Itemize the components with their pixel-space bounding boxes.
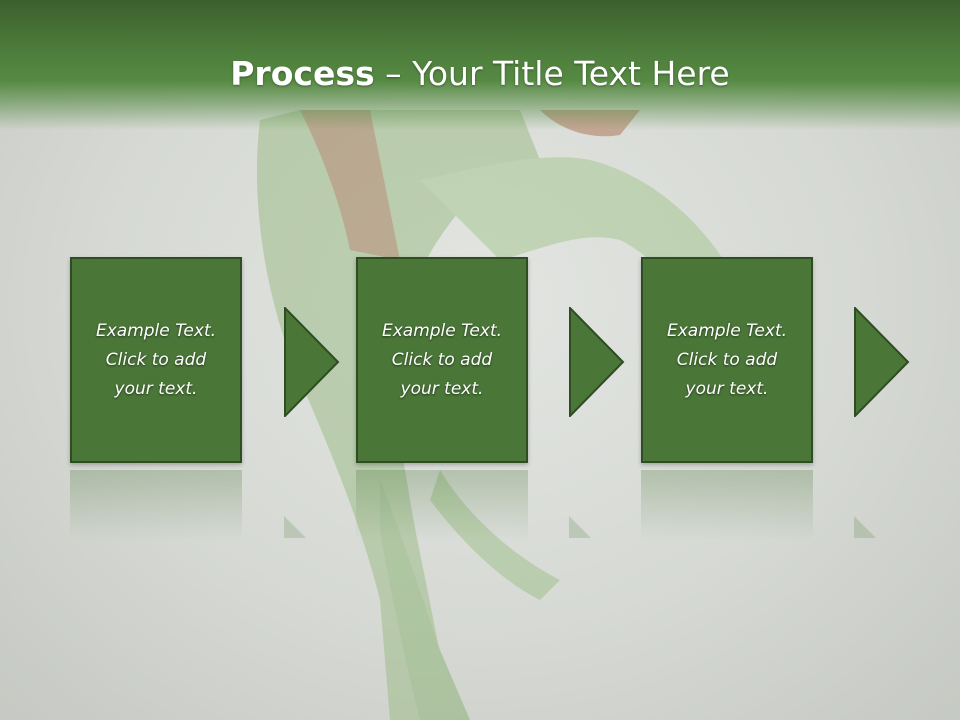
arrow-reflection-icon — [569, 516, 591, 538]
process-step-box-2[interactable]: Example Text. Click to add your text. — [356, 257, 528, 463]
arrow-reflection-icon — [854, 516, 876, 538]
arrow-reflection-icon — [284, 516, 306, 538]
process-step-box-1[interactable]: Example Text. Click to add your text. — [70, 257, 242, 463]
process-step-text-1[interactable]: Example Text. Click to add your text. — [95, 320, 217, 399]
arrow-right-icon — [284, 307, 340, 417]
title-bar — [0, 0, 960, 130]
process-step-text-2[interactable]: Example Text. Click to add your text. — [381, 320, 503, 399]
title-rest-text: – Your Title Text Here — [374, 54, 730, 93]
arrow-right-icon — [569, 307, 625, 417]
slide-title[interactable]: Process – Your Title Text Here — [0, 52, 960, 96]
step-reflection — [70, 470, 242, 540]
title-bold-text: Process — [230, 54, 375, 93]
process-step-text-3[interactable]: Example Text. Click to add your text. — [666, 320, 788, 399]
step-reflection — [356, 470, 528, 540]
step-reflection — [641, 470, 813, 540]
arrow-right-icon — [854, 307, 910, 417]
process-step-box-3[interactable]: Example Text. Click to add your text. — [641, 257, 813, 463]
